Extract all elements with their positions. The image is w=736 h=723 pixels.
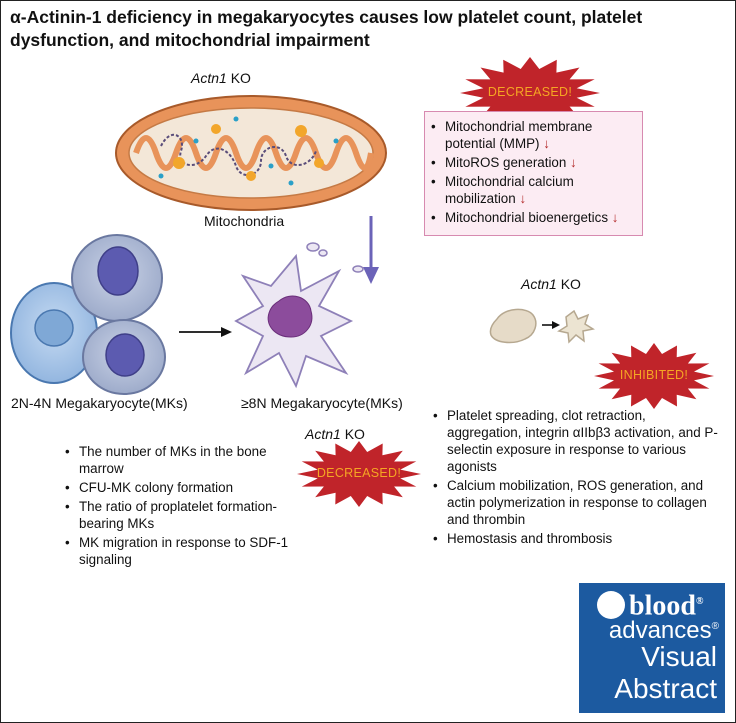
list-item-text: Mitochondrial bioenergetics [445, 210, 609, 225]
list-item: MK migration in response to SDF-1 signal… [65, 534, 305, 568]
list-item: Platelet spreading, clot retraction, agg… [433, 407, 723, 475]
list-item-text: Platelet spreading, clot retraction, agg… [447, 408, 718, 474]
mk-low-ploidy-label: 2N-4N Megakaryocyte(MKs) [11, 395, 188, 411]
logo-line1: blood® [629, 590, 704, 622]
list-item-text: The ratio of proplatelet formation-beari… [79, 499, 277, 531]
inhibited-burst [594, 343, 714, 409]
mk-ko-label: Actn1 KO [305, 426, 365, 442]
list-item: CFU-MK colony formation [65, 479, 305, 496]
list-item: Mitochondrial bioenergetics ↓ [431, 209, 636, 226]
resting-platelet [489, 308, 537, 344]
mk-cell-upper [71, 234, 163, 322]
logo-line4: Abstract [614, 673, 717, 704]
list-item: The ratio of proplatelet formation-beari… [65, 498, 305, 532]
mito-ko-label: Actn1 KO [191, 70, 251, 86]
mk-cell-lower [82, 319, 166, 395]
list-item: Hemostasis and thrombosis [433, 530, 723, 547]
list-item-text: The number of MKs in the bone marrow [79, 444, 267, 476]
large-mk-cell [234, 242, 364, 389]
burst-decreased-text-mito: DECREASED! [487, 85, 573, 99]
down-arrow-icon: ↓ [539, 136, 550, 151]
activation-arrow [542, 321, 560, 329]
list-item-text: Calcium mobilization, ROS generation, an… [447, 478, 707, 527]
list-item: The number of MKs in the bone marrow [65, 443, 305, 477]
mito-effects-list: Mitochondrial membrane potential (MMP) ↓… [431, 118, 636, 228]
list-item: Mitochondrial calcium mobilization ↓ [431, 173, 636, 207]
page-title: α-Actinin-1 deficiency in megakaryocytes… [10, 7, 643, 50]
burst-decreased-text-mk: DECREASED! [316, 466, 402, 480]
mk-high-ploidy-label: ≥8N Megakaryocyte(MKs) [241, 395, 403, 411]
list-item-text: Mitochondrial calcium mobilization [445, 174, 574, 206]
decreased-burst-mk [297, 441, 421, 507]
platelet-effects-list: Platelet spreading, clot retraction, agg… [433, 407, 723, 549]
logo-line3: Visual [641, 641, 717, 672]
journal-seal-icon [597, 591, 625, 619]
down-arrow-icon: ↓ [566, 155, 577, 170]
logo-line2: advances® [608, 617, 719, 644]
list-item: MitoROS generation ↓ [431, 154, 636, 171]
small-mk-cell [10, 282, 98, 384]
mk-effects-list: The number of MKs in the bone marrowCFU-… [65, 443, 305, 570]
down-arrow-icon: ↓ [515, 191, 527, 206]
activated-platelet [557, 309, 595, 344]
maturation-arrow [179, 327, 232, 337]
mitochondria-illustration [115, 95, 387, 211]
mitochondria-label: Mitochondria [204, 213, 285, 229]
platelet-ko-label: Actn1 KO [521, 276, 581, 292]
list-item-text: MitoROS generation [445, 155, 567, 170]
list-item-text: MK migration in response to SDF-1 signal… [79, 535, 289, 567]
list-item-text: CFU-MK colony formation [79, 480, 234, 495]
burst-inhibited-text: INHIBITED! [619, 368, 689, 382]
list-item-text: Mitochondrial membrane potential (MMP) [445, 119, 593, 151]
blood-advances-logo: blood® advances® Visual Abstract [579, 583, 725, 713]
list-item-text: Hemostasis and thrombosis [447, 531, 613, 546]
list-item: Mitochondrial membrane potential (MMP) ↓ [431, 118, 636, 152]
list-item: Calcium mobilization, ROS generation, an… [433, 477, 723, 528]
down-arrow-icon: ↓ [608, 210, 619, 225]
blue-down-arrow [363, 216, 379, 284]
